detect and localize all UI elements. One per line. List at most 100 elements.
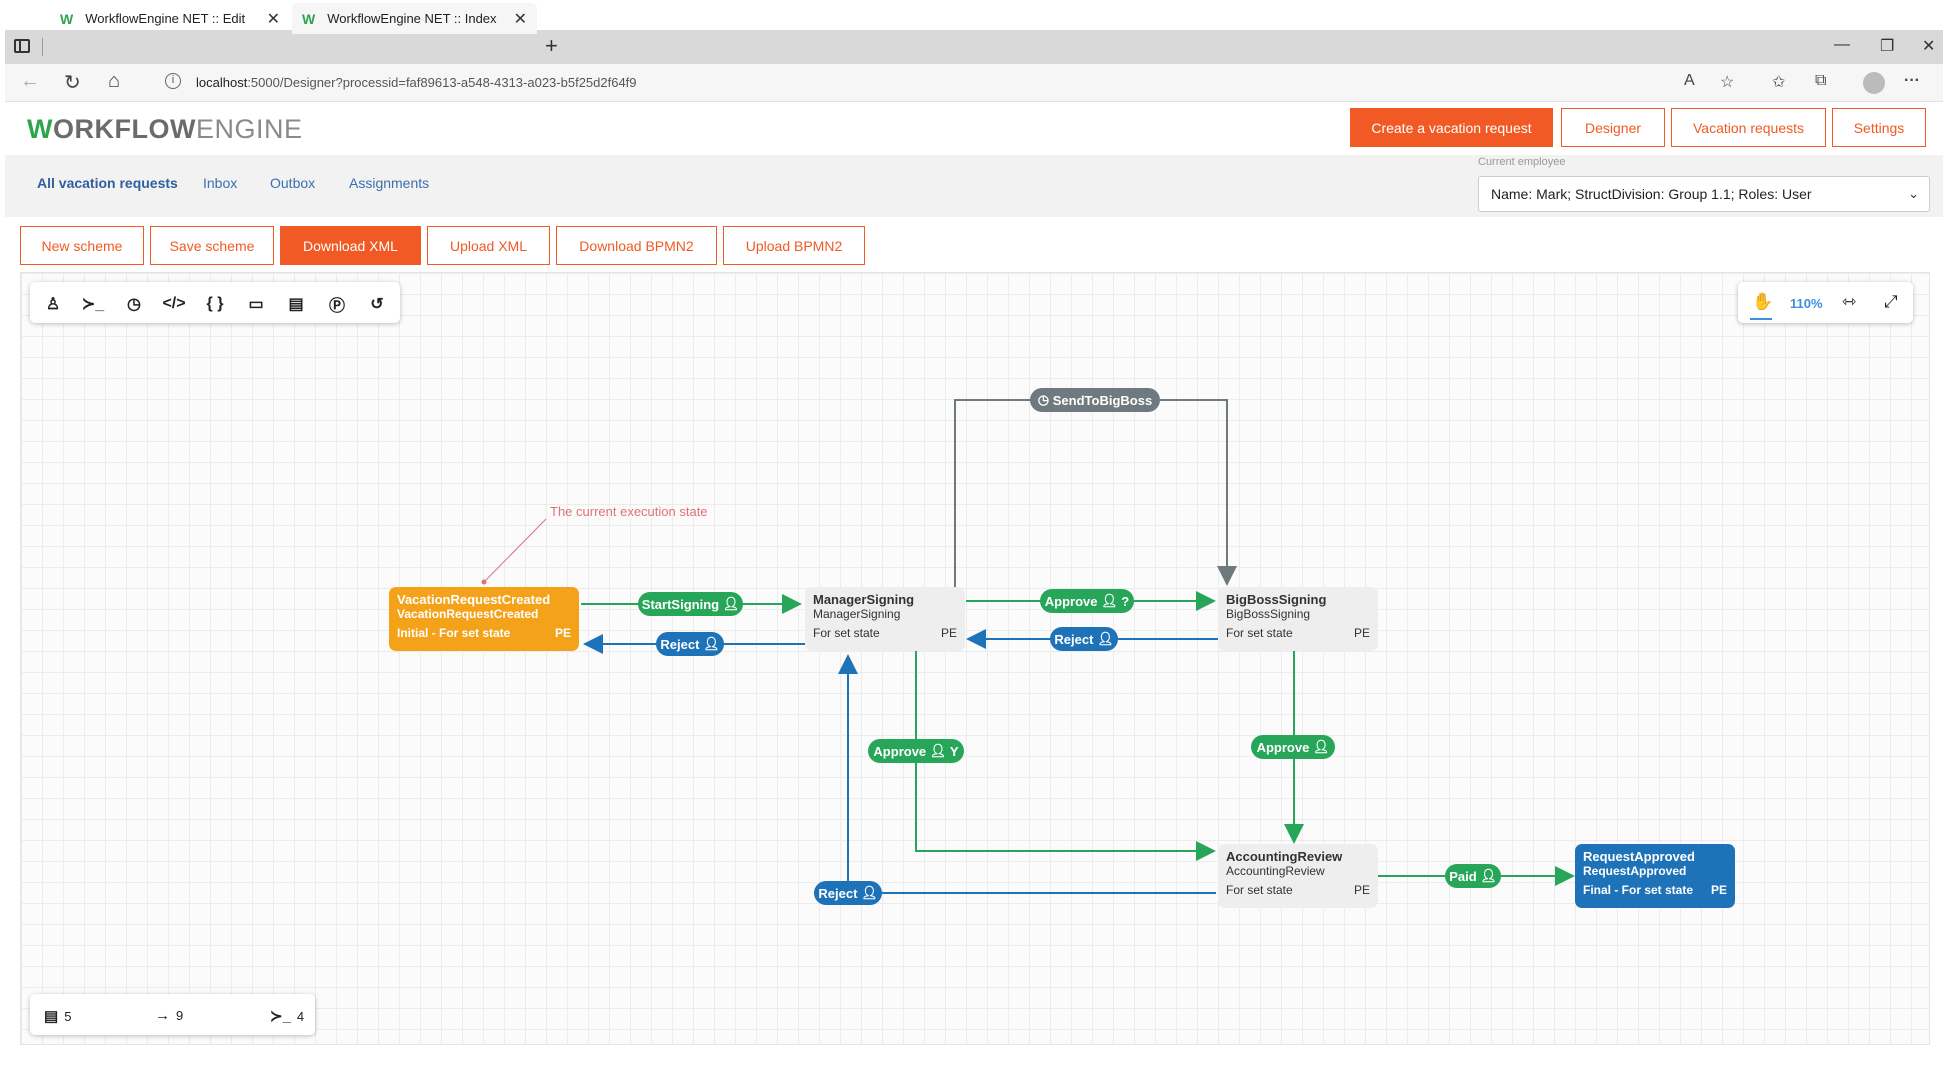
save-scheme-button[interactable]: Save scheme — [150, 226, 274, 265]
activity-vacation-request-created[interactable]: VacationRequestCreated VacationRequestCr… — [389, 587, 579, 651]
command-label: Approve — [873, 743, 927, 759]
restore-icon[interactable]: ❐ — [1880, 38, 1895, 55]
user-icon: 👤︎ — [722, 596, 740, 611]
logo-light: ENGINE — [195, 114, 303, 144]
reload-icon[interactable]: ↻ — [64, 72, 81, 94]
download-xml-button[interactable]: Download XML — [280, 226, 421, 265]
create-vacation-request-button[interactable]: Create a vacation request — [1350, 108, 1553, 147]
back-icon[interactable]: ← — [20, 70, 40, 92]
command-label: SendToBigBoss — [1052, 392, 1153, 408]
close-icon[interactable]: ✕ — [266, 10, 280, 28]
user-icon: 👤︎ — [1312, 739, 1330, 754]
scheme-stats — [30, 994, 315, 1035]
browser-tab-edit[interactable]: W WorkflowEngine NET :: Edit ✕ — [50, 3, 290, 34]
code-icon[interactable]: </> — [162, 295, 186, 312]
parameters-icon[interactable]: { } — [206, 295, 224, 312]
url-path: :5000/Designer?processid=faf89613-a548-4… — [247, 75, 637, 90]
activity-count-icon: ▤ — [44, 1008, 59, 1025]
activity-bigboss-signing[interactable]: BigBossSigning BigBossSigning For set st… — [1218, 587, 1378, 651]
favorite-add-icon[interactable]: ☆ — [1720, 74, 1735, 91]
designer-canvas[interactable] — [20, 272, 1930, 1045]
command-label: Paid — [1449, 868, 1477, 884]
fit-width-icon[interactable]: ⇿ — [1842, 292, 1857, 311]
current-employee-select[interactable]: Name: Mark; StructDivision: Group 1.1; R… — [1478, 176, 1930, 212]
activity-name: RequestApproved — [1583, 849, 1695, 864]
hand-tool-icon[interactable]: ✋ — [1752, 292, 1774, 311]
settings-button[interactable]: Settings — [1832, 108, 1926, 147]
command-paid[interactable]: Paid 👤︎ — [1445, 864, 1501, 888]
timer-icon: ◷ — [1037, 392, 1050, 407]
annotation-dot — [481, 579, 487, 585]
download-bpmn2-button[interactable]: Download BPMN2 — [556, 226, 717, 265]
filter-icon: Y — [949, 743, 959, 759]
window-close-icon[interactable]: ✕ — [1922, 38, 1936, 55]
command-send-to-bigboss[interactable]: ◷ SendToBigBoss — [1030, 388, 1160, 412]
close-icon[interactable]: ✕ — [513, 10, 527, 28]
command-start-signing[interactable]: StartSigning 👤︎ — [638, 592, 743, 616]
activity-pe-badge: PE — [1353, 626, 1370, 640]
browser-tab-index[interactable]: W WorkflowEngine NET :: Index ✕ — [292, 3, 537, 34]
new-tab-icon[interactable]: + — [545, 33, 558, 58]
upload-bpmn2-button[interactable]: Upload BPMN2 — [723, 226, 865, 265]
designer-toolbox — [30, 282, 400, 323]
site-info-icon[interactable]: i — [165, 73, 181, 89]
transition-send-to-bigboss[interactable] — [954, 399, 1237, 588]
actor-icon[interactable]: ♙ — [45, 296, 61, 313]
activity-state: AccountingReview — [1226, 864, 1325, 878]
activity-type: Final - For set state — [1583, 883, 1694, 897]
command-reject-accounting[interactable]: Reject 👤︎ — [814, 881, 882, 905]
nav-inbox[interactable]: Inbox — [203, 175, 238, 191]
upload-xml-button[interactable]: Upload XML — [427, 226, 550, 265]
vacation-requests-button[interactable]: Vacation requests — [1671, 108, 1826, 147]
user-icon: 👤︎ — [861, 885, 878, 900]
sidebar-toggle-icon[interactable] — [14, 39, 30, 53]
process-info-icon[interactable]: Ⓟ — [328, 298, 345, 315]
nav-assignments[interactable]: Assignments — [349, 175, 430, 191]
transition-approve-manager-accounting[interactable] — [915, 651, 1216, 861]
more-icon[interactable]: ··· — [1904, 72, 1920, 89]
new-scheme-button[interactable]: New scheme — [20, 226, 144, 265]
command-reject-bigboss[interactable]: Reject 👤︎ — [1050, 627, 1118, 651]
command-approve-manager-accounting[interactable]: Approve 👤︎ Y — [868, 739, 964, 763]
activity-request-approved[interactable]: RequestApproved RequestApproved Final - … — [1575, 844, 1735, 908]
read-aloud-icon[interactable]: A — [1684, 72, 1695, 89]
command-label: Reject — [660, 636, 700, 652]
command-reject-manager[interactable]: Reject 👤︎ — [656, 632, 724, 656]
nav-outbox[interactable]: Outbox — [270, 175, 316, 191]
current-employee-label: Current employee — [1478, 156, 1566, 168]
command-icon[interactable]: ≻_ — [81, 296, 105, 313]
workflowengine-logo[interactable]: WORKFLOWENGINE — [27, 114, 303, 145]
collections-icon[interactable]: ⧉ — [1815, 72, 1827, 89]
transition-reject-accounting[interactable] — [838, 654, 1216, 894]
fullscreen-icon[interactable]: ⤢ — [1884, 292, 1898, 311]
command-label: Approve — [1256, 739, 1310, 755]
minimize-icon[interactable]: — — [1834, 36, 1850, 53]
activity-type: For set state — [1226, 883, 1293, 897]
history-icon[interactable]: ↺ — [370, 296, 384, 313]
tab-label: WorkflowEngine NET :: Edit — [85, 11, 246, 26]
commands-count: ≻_4 — [270, 1007, 304, 1025]
activity-name: AccountingReview — [1226, 849, 1343, 864]
home-icon[interactable]: ⌂ — [108, 70, 121, 92]
activity-pe-badge: PE — [554, 626, 571, 640]
workflow-favicon-icon: W — [302, 10, 316, 27]
active-tool-indicator — [1750, 318, 1772, 320]
activity-type: Initial - For set state — [397, 626, 511, 640]
activities-count: ▤5 — [44, 1007, 71, 1025]
activity-name: ManagerSigning — [813, 592, 915, 607]
localization-icon[interactable]: ▤ — [288, 296, 304, 313]
activity-pe-badge: PE — [940, 626, 957, 640]
activity-manager-signing[interactable]: ManagerSigning ManagerSigning For set st… — [805, 587, 965, 651]
favorites-icon[interactable]: ✩ — [1772, 74, 1786, 91]
command-approve-bigboss[interactable]: Approve 👤︎ ? — [1040, 589, 1134, 613]
activity-accounting-review[interactable]: AccountingReview AccountingReview For se… — [1218, 844, 1378, 908]
profile-avatar[interactable] — [1863, 72, 1885, 94]
zoom-level[interactable]: 110% — [1790, 296, 1823, 311]
nav-all-vacation-requests[interactable]: All vacation requests — [37, 175, 178, 191]
url-field[interactable]: localhost:5000/Designer?processid=faf896… — [196, 75, 637, 90]
command-approve-bigboss-accounting[interactable]: Approve 👤︎ — [1251, 735, 1335, 759]
comment-icon[interactable]: ▭ — [248, 296, 264, 313]
timer-icon[interactable]: ◷ — [127, 296, 141, 313]
designer-button[interactable]: Designer — [1561, 108, 1665, 147]
